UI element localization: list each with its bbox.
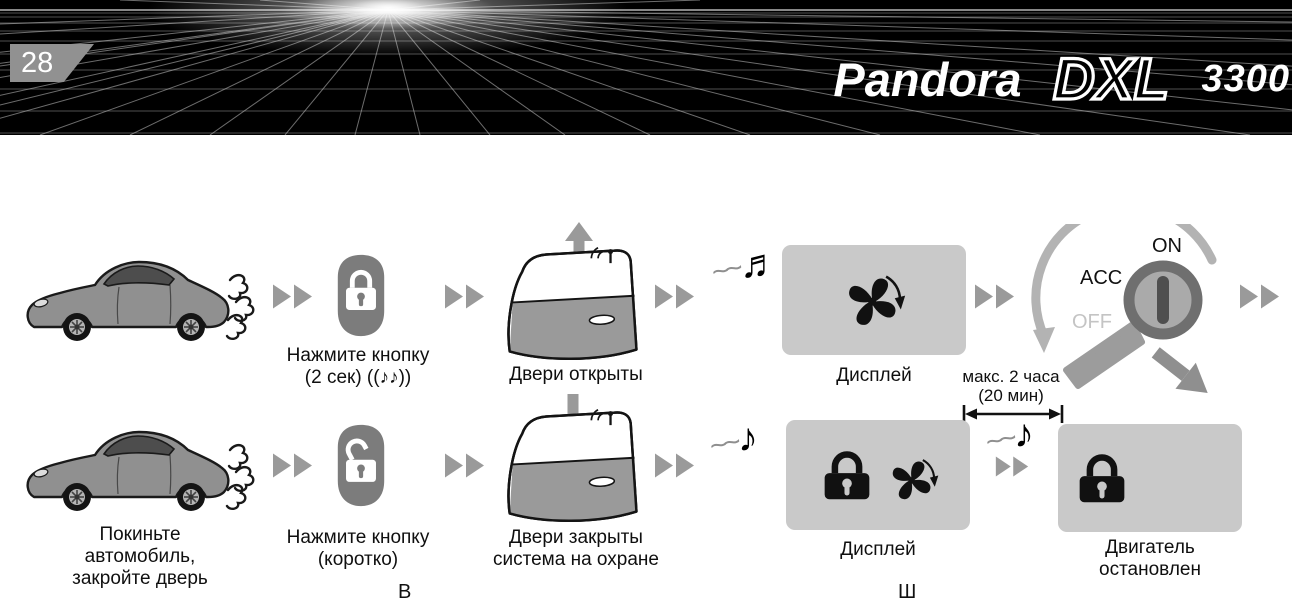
dxl-wordmark: DXL [1052, 45, 1171, 113]
press-button-2sec-label: Нажмите кнопку (2 сек) ((♪♪)) [286, 345, 430, 388]
music-note-icon: ♪ [738, 416, 759, 460]
key-blade [1063, 321, 1145, 389]
double-chevron-icon [1239, 284, 1280, 309]
duration-arrow-icon [962, 405, 1064, 423]
music-note-icon: ♪ [1014, 412, 1035, 456]
lock-closed-icon [1072, 451, 1132, 505]
double-chevron-icon [995, 456, 1029, 477]
double-chevron-icon [974, 284, 1015, 309]
display-panel-engine-stopped [1058, 424, 1242, 532]
display-panel-armed [786, 420, 970, 530]
leave-car-label: Покиньте автомобиль, закройте дверь [72, 524, 208, 589]
sound-waves-icon: ~~ [982, 421, 1017, 460]
double-chevron-icon [272, 453, 313, 478]
beep-signal: ~~ ♪ [706, 416, 759, 464]
car-icon [24, 426, 256, 522]
dxl-text: DXL [1053, 47, 1169, 112]
sound-waves-icon: ~~ [708, 251, 743, 290]
car-door-closed-icon [503, 400, 647, 527]
ignition-switch-icon: ON ACC OFF [1031, 224, 1217, 394]
page-number: 28 [21, 47, 54, 79]
press-button-short-label: Нажмите кнопку (коротко) [286, 527, 430, 570]
door-open-label: Двери открыты [509, 364, 643, 385]
music-note-icon: ♬ [740, 242, 781, 286]
ignition-on-label: ON [1152, 235, 1182, 257]
double-chevron-icon [272, 284, 313, 309]
fan-icon [842, 268, 906, 332]
display-label-bottom: Дисплей [840, 539, 916, 560]
lock-closed-icon [817, 448, 877, 502]
remote-lock-button-icon [330, 252, 392, 339]
turn-direction-arrow-icon [1151, 347, 1208, 394]
beep-signal: ~~ ♬ [708, 242, 781, 290]
beep-signal: ~~ ♪ [982, 412, 1035, 460]
sound-waves-icon: ~~ [706, 425, 741, 464]
pandora-wordmark: Pandora [833, 52, 1022, 106]
ignition-off-label: OFF [1072, 311, 1112, 333]
display-panel-fan [782, 245, 966, 355]
double-chevron-icon [444, 284, 485, 309]
remote-unlock-button-icon [330, 422, 392, 509]
double-chevron-icon [444, 453, 485, 478]
brand-logo: Pandora DXL 3300 [833, 42, 1292, 116]
car-icon [24, 256, 256, 352]
door-closed-label: Двери закрыты система на охране [493, 527, 659, 570]
perspective-grid-graphic [0, 0, 1292, 135]
double-chevron-icon [654, 284, 695, 309]
ignition-acc-label: ACC [1080, 267, 1122, 289]
double-chevron-icon [654, 453, 695, 478]
fan-icon [887, 453, 939, 505]
door-open-graphic [501, 222, 651, 372]
car-door-open-icon [503, 238, 647, 365]
engine-stopped-label: Двигатель остановлен [1099, 537, 1201, 580]
model-number: 3300 [1201, 58, 1290, 100]
header-banner: 28 Pandora DXL 3300 [0, 0, 1292, 135]
timer-label: макс. 2 часа (20 мин) [962, 367, 1060, 405]
door-closed-graphic [501, 392, 651, 532]
display-label-top: Дисплей [836, 365, 912, 386]
arrow-up-icon [565, 222, 593, 274]
